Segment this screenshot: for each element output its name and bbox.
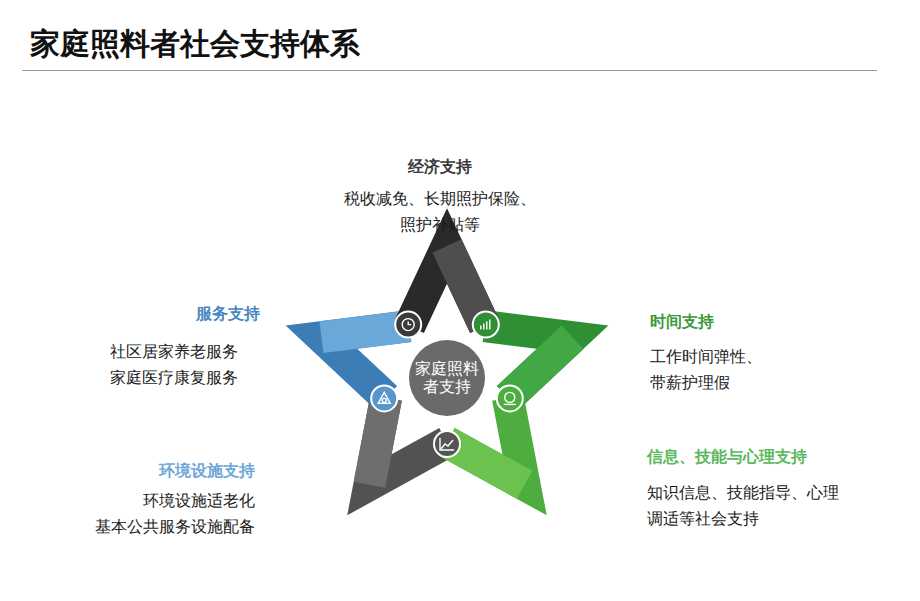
support-group: 服务支持社区居家养老服务 家庭医疗康复服务 [90, 303, 260, 391]
group-body: 社区居家养老服务 家庭医疗康复服务 [110, 339, 260, 391]
icon-glyph [481, 320, 490, 330]
icon-circle [434, 431, 460, 457]
group-body: 环境设施适老化 基本公共服务设施配备 [65, 488, 255, 540]
icon-glyph [378, 392, 390, 403]
support-group: 环境设施支持环境设施适老化 基本公共服务设施配备 [50, 460, 255, 540]
icons [371, 312, 523, 457]
title-rule [22, 70, 877, 71]
group-heading: 服务支持 [90, 303, 260, 325]
band [409, 246, 484, 326]
band [321, 326, 409, 398]
icon-circle [371, 385, 397, 411]
support-group: 时间支持工作时间弹性、 带薪护理假 [650, 311, 820, 396]
group-body: 税收减免、长期照护保险、 照护补贴等 [333, 186, 548, 238]
icon-glyph [402, 319, 414, 331]
icon-glyph [504, 392, 516, 404]
icon-circle [395, 312, 421, 338]
center-circle: 家庭照料者支持 [409, 340, 485, 416]
group-body: 工作时间弹性、 带薪护理假 [650, 344, 790, 396]
icon-circle [473, 312, 499, 338]
icon-circle [497, 385, 523, 411]
support-group: 信息、技能与心理支持知识信息、技能指导、心理 调适等社会支持 [647, 446, 887, 532]
icon-glyph [440, 438, 454, 450]
group-body: 知识信息、技能指导、心理 调适等社会支持 [647, 480, 862, 532]
support-group: 经济支持税收减免、长期照护保险、 照护补贴等 [300, 156, 580, 238]
group-heading: 信息、技能与心理支持 [647, 446, 887, 468]
group-heading: 经济支持 [300, 156, 580, 178]
star-bands [321, 246, 572, 485]
group-heading: 环境设施支持 [50, 460, 255, 482]
band [485, 326, 573, 398]
center-label: 家庭照料者支持 [414, 360, 480, 395]
title: 家庭照料者社会支持体系 [30, 24, 360, 65]
group-heading: 时间支持 [650, 311, 820, 333]
